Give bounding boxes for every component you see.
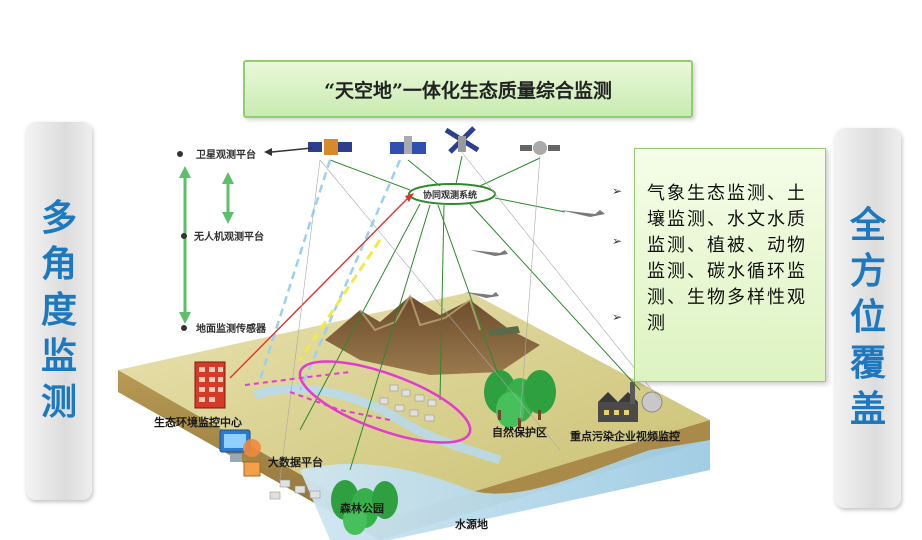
computer-icon <box>219 429 261 477</box>
side-text-char: 全 <box>849 205 886 246</box>
feature-box: 气象生态监测、土壤监测、水文水质监测、植被、动物监测、碳水循环监测、生物多样性观… <box>634 148 826 382</box>
eco-center-label: 生态环境监控中心 <box>154 415 242 429</box>
water-source-label: 水源地 <box>455 517 488 531</box>
side-text-char: 位 <box>849 297 886 338</box>
right-side-bar: 全方位覆盖 <box>835 128 901 508</box>
uav-icons <box>465 210 605 336</box>
signal-lines <box>229 149 661 481</box>
monitoring-dashes <box>244 371 391 421</box>
left-side-text: 多角度监测 <box>41 196 77 426</box>
coordination-label: 协同观测系统 <box>423 189 477 201</box>
nature-reserve-label: 自然保护区 <box>492 425 547 439</box>
big-data-label: 大数据平台 <box>268 455 323 469</box>
page-title-text: “天空地”一体化生态质量综合监测 <box>324 79 612 102</box>
satellite-platform-label: 卫星观测平台 <box>196 148 256 161</box>
side-text-char: 盖 <box>849 389 886 430</box>
side-text-char: 方 <box>849 251 886 292</box>
bullet-arrow-icon: ➢ <box>612 234 623 248</box>
feature-text: 气象生态监测、土壤监测、水文水质监测、植被、动物监测、碳水循环监测、生物多样性观… <box>647 183 807 334</box>
eco-center-building <box>194 361 226 409</box>
page-title: “天空地”一体化生态质量综合监测 <box>243 60 693 118</box>
platform-arrows <box>177 147 313 331</box>
side-text-char: 监 <box>40 336 77 377</box>
ground-sensor-label: 地面监测传感器 <box>196 322 267 335</box>
satellite-icons <box>308 126 560 155</box>
side-text-char: 角 <box>40 244 77 285</box>
factory-icon <box>598 382 663 422</box>
pollution-monitor-label: 重点污染企业视频监控 <box>570 429 680 443</box>
side-text-char: 度 <box>40 290 77 331</box>
uav-platform-label: 无人机观测平台 <box>193 230 264 243</box>
side-text-char: 多 <box>40 198 77 239</box>
monitoring-zone <box>298 360 472 444</box>
left-side-bar: 多角度监测 <box>26 122 92 500</box>
right-side-text: 全方位覆盖 <box>850 203 886 433</box>
forest-park-trees <box>331 480 398 535</box>
forest-park-label: 森林公园 <box>340 501 384 515</box>
side-text-char: 测 <box>40 382 77 423</box>
bullet-arrow-icon: ➢ <box>612 184 623 198</box>
bullet-arrow-icon: ➢ <box>612 310 623 324</box>
terrain-block <box>118 292 710 540</box>
side-text-char: 覆 <box>849 343 886 384</box>
